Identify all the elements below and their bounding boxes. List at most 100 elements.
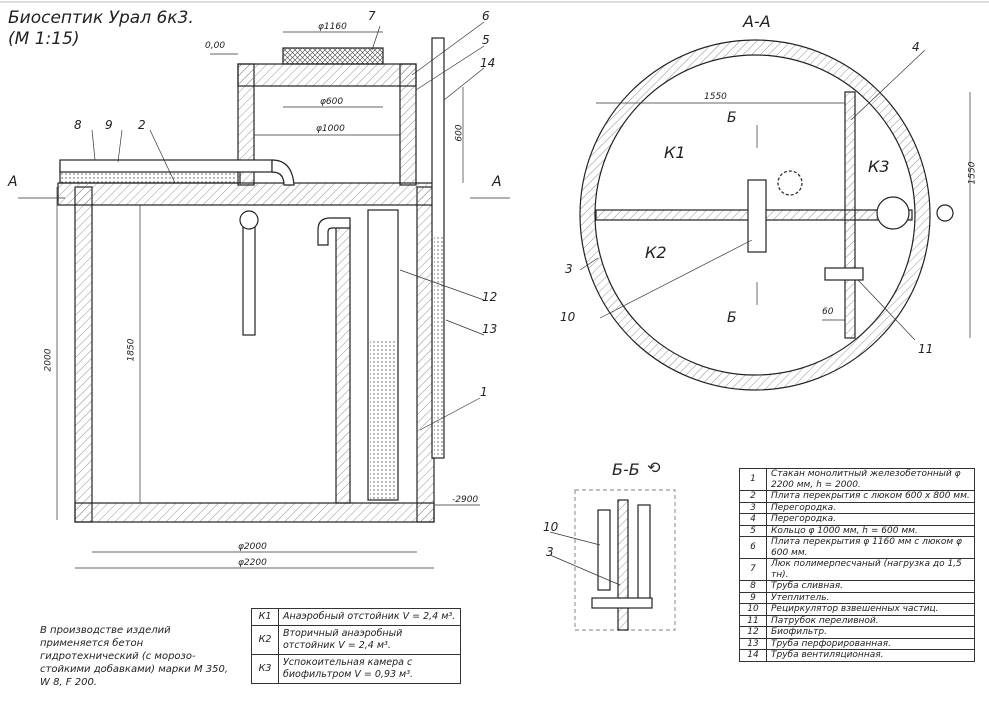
legend-num: 11 xyxy=(739,614,767,627)
legend-text: Перегородка. xyxy=(766,501,975,514)
callout-5: 5 xyxy=(482,33,490,47)
legend-text: Плита перекрытия φ 1160 мм с люком φ 600… xyxy=(766,536,975,559)
section-aa-title: А-А xyxy=(743,12,771,31)
legend-num: 14 xyxy=(739,649,767,662)
legend-num: 12 xyxy=(739,626,767,639)
dim-w1550: 1550 xyxy=(704,92,727,102)
callout-11: 11 xyxy=(918,342,934,356)
callout-6: 6 xyxy=(482,9,490,23)
chamber-label-k2: К2 xyxy=(645,243,667,262)
chamber-code: К3 xyxy=(251,654,279,684)
legend-num: 3 xyxy=(739,501,767,514)
legend-num: 2 xyxy=(739,490,767,503)
dim-h600: 600 xyxy=(454,124,465,142)
legend-num: 9 xyxy=(739,591,767,604)
title-line-1: Биосептик Урал 6к3. xyxy=(8,8,194,28)
callout-10-plan: 10 xyxy=(560,310,576,324)
legend-text: Труба сливная. xyxy=(766,580,975,593)
legend-num: 8 xyxy=(739,580,767,593)
legend-num: 4 xyxy=(739,513,767,526)
section-bb-title: Б-Б xyxy=(612,460,640,479)
drawing-title: Биосептик Урал 6к3. (М 1:15) xyxy=(8,8,194,50)
cut-label-b-top: Б xyxy=(727,110,737,126)
neck-slab xyxy=(237,63,417,87)
callout-13: 13 xyxy=(482,322,498,336)
table-row: К3 Успокоительная камера с биофильтром V… xyxy=(251,654,461,684)
callout-3-plan: 3 xyxy=(565,262,573,276)
legend-text: Труба перфорированная. xyxy=(766,637,975,650)
chamber-label-k1: К1 xyxy=(664,143,686,162)
legend-text: Рециркулятор взвешенных частиц. xyxy=(766,603,975,616)
legend-text: Кольцо φ 1000 мм, h = 600 мм. xyxy=(766,524,975,537)
legend-num: 6 xyxy=(739,536,767,559)
level-zero: 0,00 xyxy=(205,41,226,51)
chamber-text: Успокоительная камера с биофильтром V = … xyxy=(278,654,461,684)
recirculator-plan xyxy=(747,179,767,253)
table-row: К2 Вторичный анаэробный отстойник V = 2,… xyxy=(251,625,461,655)
top-slab xyxy=(57,182,435,206)
cut-label-a-left: А xyxy=(8,174,18,190)
callout-12: 12 xyxy=(482,290,498,304)
chamber-text: Вторичный анаэробный отстойник V = 2,4 м… xyxy=(278,625,461,655)
chamber-label-k3: К3 xyxy=(868,157,890,176)
cut-label-b-bottom: Б xyxy=(727,310,737,326)
legend-text: Биофильтр. xyxy=(766,626,975,639)
legend-text: Люк полимерпесчаный (нагрузка до 1,5 тн)… xyxy=(766,558,975,581)
legend-text: Утеплитель. xyxy=(766,591,975,604)
plan-section xyxy=(579,39,954,391)
vent-plan xyxy=(936,204,954,222)
dim-d1000: φ1000 xyxy=(316,124,345,134)
legend-text: Стакан монолитный железобетонный φ 2200 … xyxy=(766,468,975,491)
title-line-2: (М 1:15) xyxy=(8,29,80,49)
dim-d2200: φ2200 xyxy=(238,558,267,568)
section-bb xyxy=(574,489,676,631)
dim-h2000: 2000 xyxy=(43,348,54,372)
bottom-slab xyxy=(74,502,435,523)
hatch-cover xyxy=(282,47,384,65)
chamber-code: К2 xyxy=(251,625,279,655)
callout-3-bb: 3 xyxy=(546,545,554,559)
callout-8: 8 xyxy=(74,118,82,132)
dim-h1850: 1850 xyxy=(126,338,137,362)
chambers-table: К1 Анаэробный отстойник V = 2,4 м³. К2 В… xyxy=(251,608,461,684)
callout-10-bb: 10 xyxy=(543,520,559,534)
legend-num: 1 xyxy=(739,468,767,491)
recirculator xyxy=(242,224,256,336)
legend-num: 5 xyxy=(739,524,767,537)
overflow-plan xyxy=(824,267,864,281)
dim-d2000: φ2000 xyxy=(238,542,267,552)
dim-d1160: φ1160 xyxy=(318,22,347,32)
partition xyxy=(335,224,351,504)
table-row: К1 Анаэробный отстойник V = 2,4 м³. xyxy=(251,608,461,626)
left-wall xyxy=(74,186,93,523)
level-bottom: -2900 xyxy=(452,495,479,505)
dimension-lines xyxy=(18,31,510,569)
cut-label-a-right: А xyxy=(492,174,502,190)
legend-text: Плита перекрытия с люком 600 х 800 мм. xyxy=(766,490,975,503)
rotate-icon: ⟲ xyxy=(648,458,662,477)
callout-1: 1 xyxy=(480,385,488,399)
callout-7: 7 xyxy=(368,9,376,23)
biofilter-plan xyxy=(876,196,910,230)
callout-leaders xyxy=(91,21,926,586)
legend-num: 13 xyxy=(739,637,767,650)
outlet-pipe xyxy=(59,159,273,173)
legend-num: 7 xyxy=(739,558,767,581)
callout-4: 4 xyxy=(912,40,920,54)
legend-text: Труба вентиляционная. xyxy=(766,649,975,662)
